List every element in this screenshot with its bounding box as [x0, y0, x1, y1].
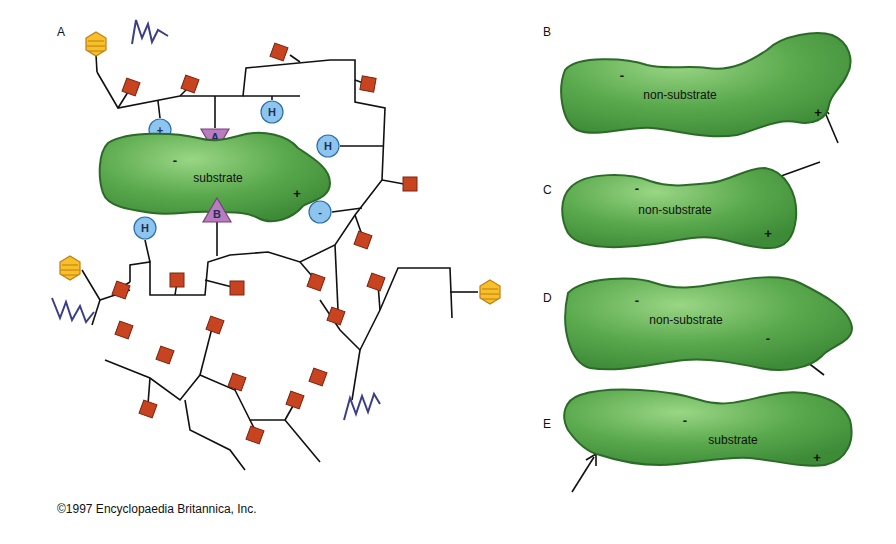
- charge-sign: +: [813, 451, 821, 464]
- charge-sign: +: [764, 227, 772, 240]
- panel-letter: B: [543, 26, 551, 38]
- charge-sign: -: [620, 69, 624, 82]
- binding-group: B: [202, 197, 232, 223]
- charge-sign: -: [173, 154, 177, 167]
- hydrogen-residue: H: [316, 134, 340, 158]
- residue-symbol: H: [268, 107, 276, 118]
- charged-residue: -: [308, 200, 332, 224]
- molecule-name: substrate: [708, 434, 757, 446]
- molecule-name: non-substrate: [649, 314, 722, 326]
- hydrogen-residue: H: [133, 216, 157, 240]
- non-substrate-molecule: -non-substrate-: [560, 268, 855, 378]
- hydrogen-residue: H: [260, 100, 284, 124]
- molecule-name: non-substrate: [638, 204, 711, 216]
- residue-symbol: B: [213, 209, 221, 220]
- molecule-name: substrate: [193, 172, 242, 184]
- charge-sign: -: [635, 294, 639, 307]
- residue-symbol: H: [324, 141, 332, 152]
- molecule-name: non-substrate: [643, 89, 716, 101]
- residue-symbol: H: [141, 223, 149, 234]
- panel-letter: C: [543, 184, 552, 196]
- copyright-note: ©1997 Encyclopaedia Britannica, Inc.: [57, 503, 257, 515]
- charge-sign: -: [766, 332, 770, 345]
- panel-letter: E: [543, 418, 551, 430]
- node-outline: [560, 380, 855, 470]
- node-outline: [557, 30, 857, 140]
- charge-sign: +: [814, 106, 822, 119]
- panel-letter: D: [543, 292, 552, 304]
- panel-letter: A: [57, 26, 65, 38]
- substrate-molecule: - substrate +: [560, 380, 855, 470]
- charge-sign: +: [293, 187, 301, 200]
- charge-sign: -: [683, 414, 687, 427]
- charge-sign: -: [635, 182, 639, 195]
- residue-symbol: -: [318, 207, 322, 218]
- non-substrate-molecule: - non-substrate +: [560, 163, 800, 253]
- non-substrate-molecule: - non-substrate +: [557, 30, 857, 140]
